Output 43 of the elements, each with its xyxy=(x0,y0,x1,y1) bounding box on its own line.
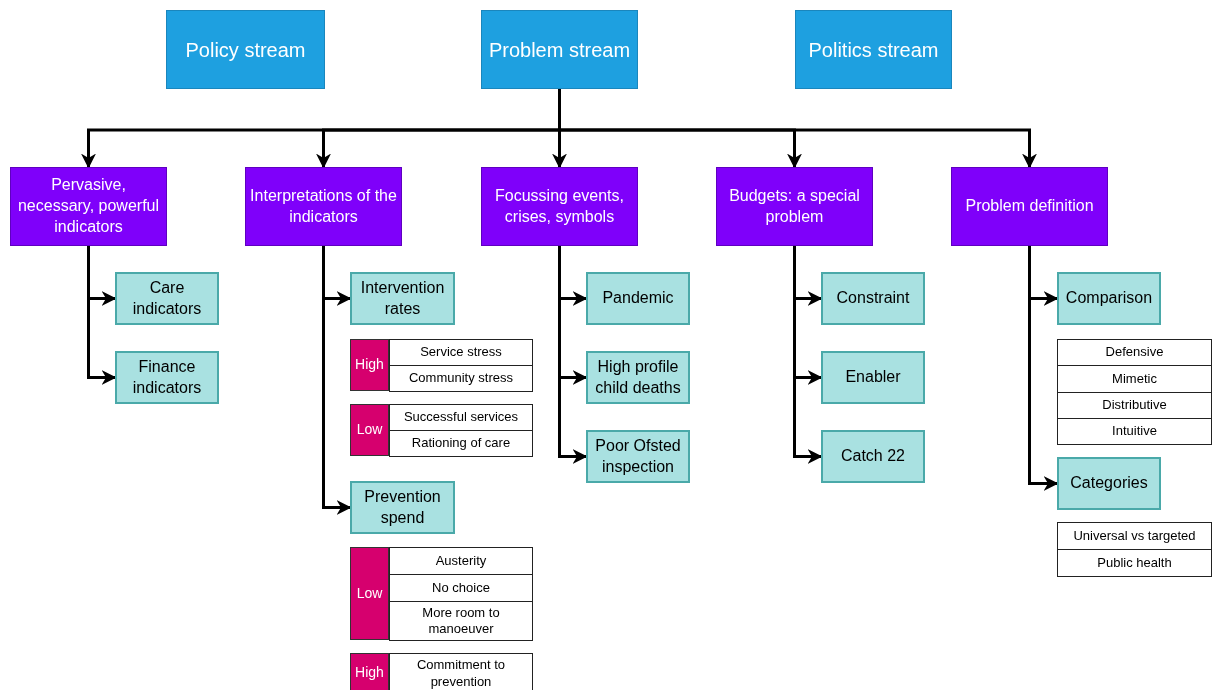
arrow xyxy=(558,246,588,464)
subtopic-box: High profile child deaths xyxy=(586,351,690,404)
table-cell: Defensive xyxy=(1057,339,1212,366)
rating-cell: Low xyxy=(350,404,389,456)
stream-box: Policy stream xyxy=(166,10,325,89)
table-cell: Community stress xyxy=(389,365,533,392)
topic-box: Interpretations of the indicators xyxy=(245,167,402,246)
table-cell: Austerity xyxy=(389,547,533,575)
topic-box: Pervasive, necessary, powerful indicators xyxy=(10,167,167,246)
rating-cell: High xyxy=(350,339,389,391)
subtopic-box: Care indicators xyxy=(115,272,219,325)
arrow xyxy=(1028,246,1059,491)
arrow xyxy=(793,246,823,464)
subtopic-box: Comparison xyxy=(1057,272,1161,325)
stream-box: Problem stream xyxy=(481,10,638,89)
table-cell: Universal vs targeted xyxy=(1057,522,1212,550)
rating-cell: Low xyxy=(350,547,389,640)
table-cell: Intuitive xyxy=(1057,418,1212,445)
arrow xyxy=(87,246,117,385)
table-cell: Successful services xyxy=(389,404,533,431)
subtopic-box: Finance indicators xyxy=(115,351,219,404)
table-cell: Distributive xyxy=(1057,392,1212,419)
table-cell: Commitment to prevention xyxy=(389,653,533,690)
table-cell: Service stress xyxy=(389,339,533,366)
rating-cell: High xyxy=(350,653,389,690)
arrow xyxy=(322,246,352,515)
subtopic-box: Categories xyxy=(1057,457,1161,510)
stream-box: Politics stream xyxy=(795,10,952,89)
subtopic-box: Prevention spend xyxy=(350,481,455,534)
subtopic-box: Pandemic xyxy=(586,272,690,325)
subtopic-box: Poor Ofsted inspection xyxy=(586,430,690,483)
subtopic-box: Constraint xyxy=(821,272,925,325)
subtopic-box: Intervention rates xyxy=(350,272,455,325)
table-cell: Rationing of care xyxy=(389,430,533,457)
topic-box: Budgets: a special problem xyxy=(716,167,873,246)
table-cell: No choice xyxy=(389,574,533,602)
topic-box: Problem definition xyxy=(951,167,1108,246)
table-cell: More room to manoeuver xyxy=(389,601,533,641)
topic-box: Focussing events, crises, symbols xyxy=(481,167,638,246)
table-cell: Public health xyxy=(1057,549,1212,577)
table-cell: Mimetic xyxy=(1057,365,1212,393)
subtopic-box: Catch 22 xyxy=(821,430,925,483)
subtopic-box: Enabler xyxy=(821,351,925,404)
